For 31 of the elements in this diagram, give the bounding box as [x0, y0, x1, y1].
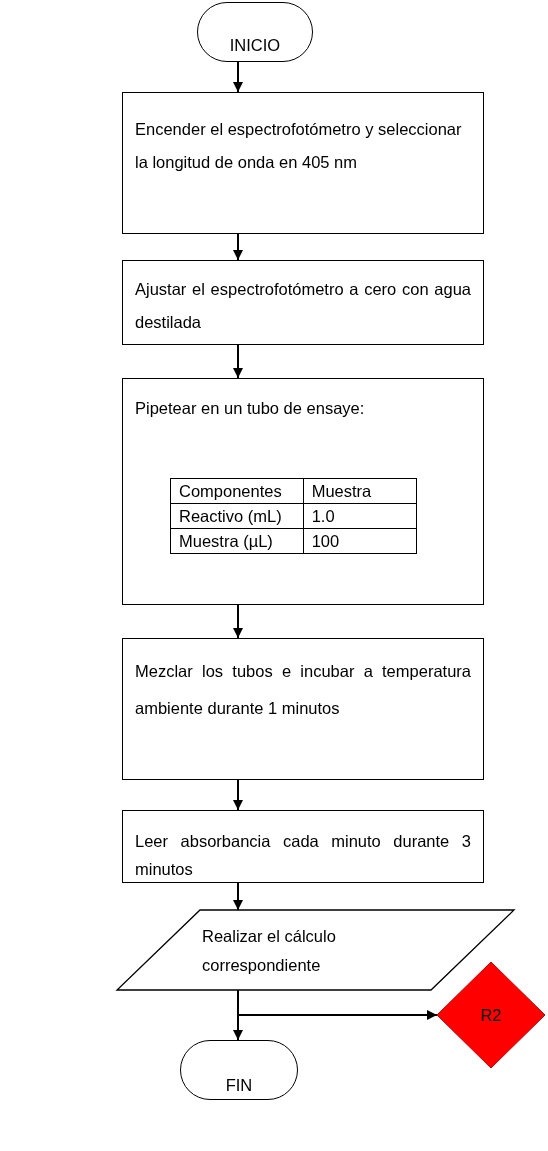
step-text: FIN [225, 1076, 253, 1095]
step-text: INICIO [229, 36, 281, 55]
table-cell: Reactivo (mL) [170, 503, 304, 529]
arrow [233, 882, 243, 911]
process-box [122, 260, 484, 345]
terminal-shape [197, 2, 313, 62]
step-text: Ajustar el espectrofotómetro a cero con agua destilada [135, 279, 471, 333]
process-box [122, 810, 484, 883]
data-parallelogram [117, 910, 514, 990]
process-box [122, 92, 484, 234]
process-box [122, 638, 484, 780]
step-text: Realizar el cálculo correspondiente [202, 926, 337, 976]
arrow [233, 233, 243, 261]
arrow [233, 344, 243, 379]
arrow [237, 989, 438, 1020]
step-text: Encender el espectrofotómetro y seleccionar la longitud de onda en 405 nm [135, 119, 463, 173]
step-text: Pipetear en un tubo de ensaye: [135, 398, 366, 419]
step-text: Mezclar los tubos e incubar a temperatura ambiente durante 1 minutos [135, 661, 471, 719]
table-cell: Muestra [303, 478, 417, 504]
arrow [233, 604, 243, 639]
step-text: Leer absorbancia cada minuto durante 3 minutos [135, 831, 471, 880]
terminal-shape [180, 1040, 298, 1100]
table-cell: 100 [303, 528, 417, 554]
process-box [122, 378, 484, 605]
step-text: R2 [480, 1005, 502, 1025]
arrow [233, 779, 243, 811]
decision-diamond [437, 962, 545, 1068]
table-cell: Componentes [170, 478, 304, 504]
table-cell: Muestra (µL) [170, 528, 304, 554]
arrow [233, 61, 243, 93]
table-cell: 1.0 [303, 503, 417, 529]
